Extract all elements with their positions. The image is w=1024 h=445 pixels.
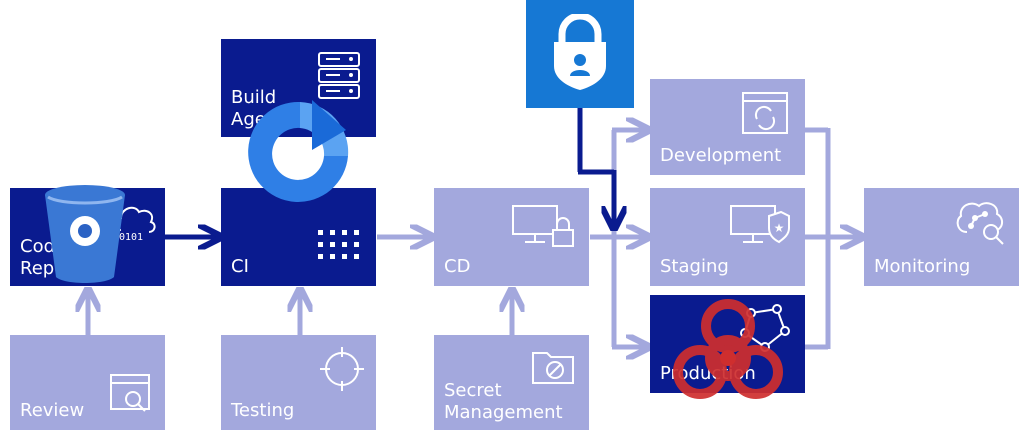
monitoring-box: Monitoring (864, 188, 1019, 286)
continuous-integration-icon (248, 100, 349, 202)
key-vault-box (526, 0, 634, 108)
dot-grid-icon (318, 230, 359, 259)
development-label: Development (660, 145, 782, 166)
folder-block-icon (532, 352, 574, 384)
lock-shield-icon (554, 14, 606, 90)
testing-label: Testing (231, 400, 295, 421)
svg-text:0101: 0101 (119, 232, 143, 243)
shield-monitor-icon: ★ (730, 205, 790, 244)
testing-box: Testing (221, 335, 376, 430)
ci-box: CI (221, 188, 376, 286)
ci-label: CI (231, 256, 249, 277)
development-box: Development (650, 79, 805, 175)
biohazard-icon (673, 299, 783, 399)
staging-label: Staging (660, 256, 729, 277)
review-label: Review (20, 400, 85, 421)
svg-text:★: ★ (774, 221, 785, 235)
bitbucket-icon (45, 185, 125, 283)
cd-label: CD (444, 256, 471, 277)
staging-box: Staging ★ (650, 188, 805, 286)
crosshair-icon (320, 347, 364, 391)
search-window-icon (110, 374, 150, 412)
monitoring-label: Monitoring (874, 256, 971, 277)
review-box: Review (10, 335, 165, 430)
cd-box: CD (434, 188, 589, 286)
locked-monitor-icon (512, 205, 574, 247)
brain-search-icon (956, 202, 1004, 245)
secret-management-label: Secret Management (444, 380, 563, 423)
secret-management-box: Secret Management (434, 335, 589, 430)
refresh-window-icon (742, 92, 788, 134)
server-icon (318, 52, 360, 99)
